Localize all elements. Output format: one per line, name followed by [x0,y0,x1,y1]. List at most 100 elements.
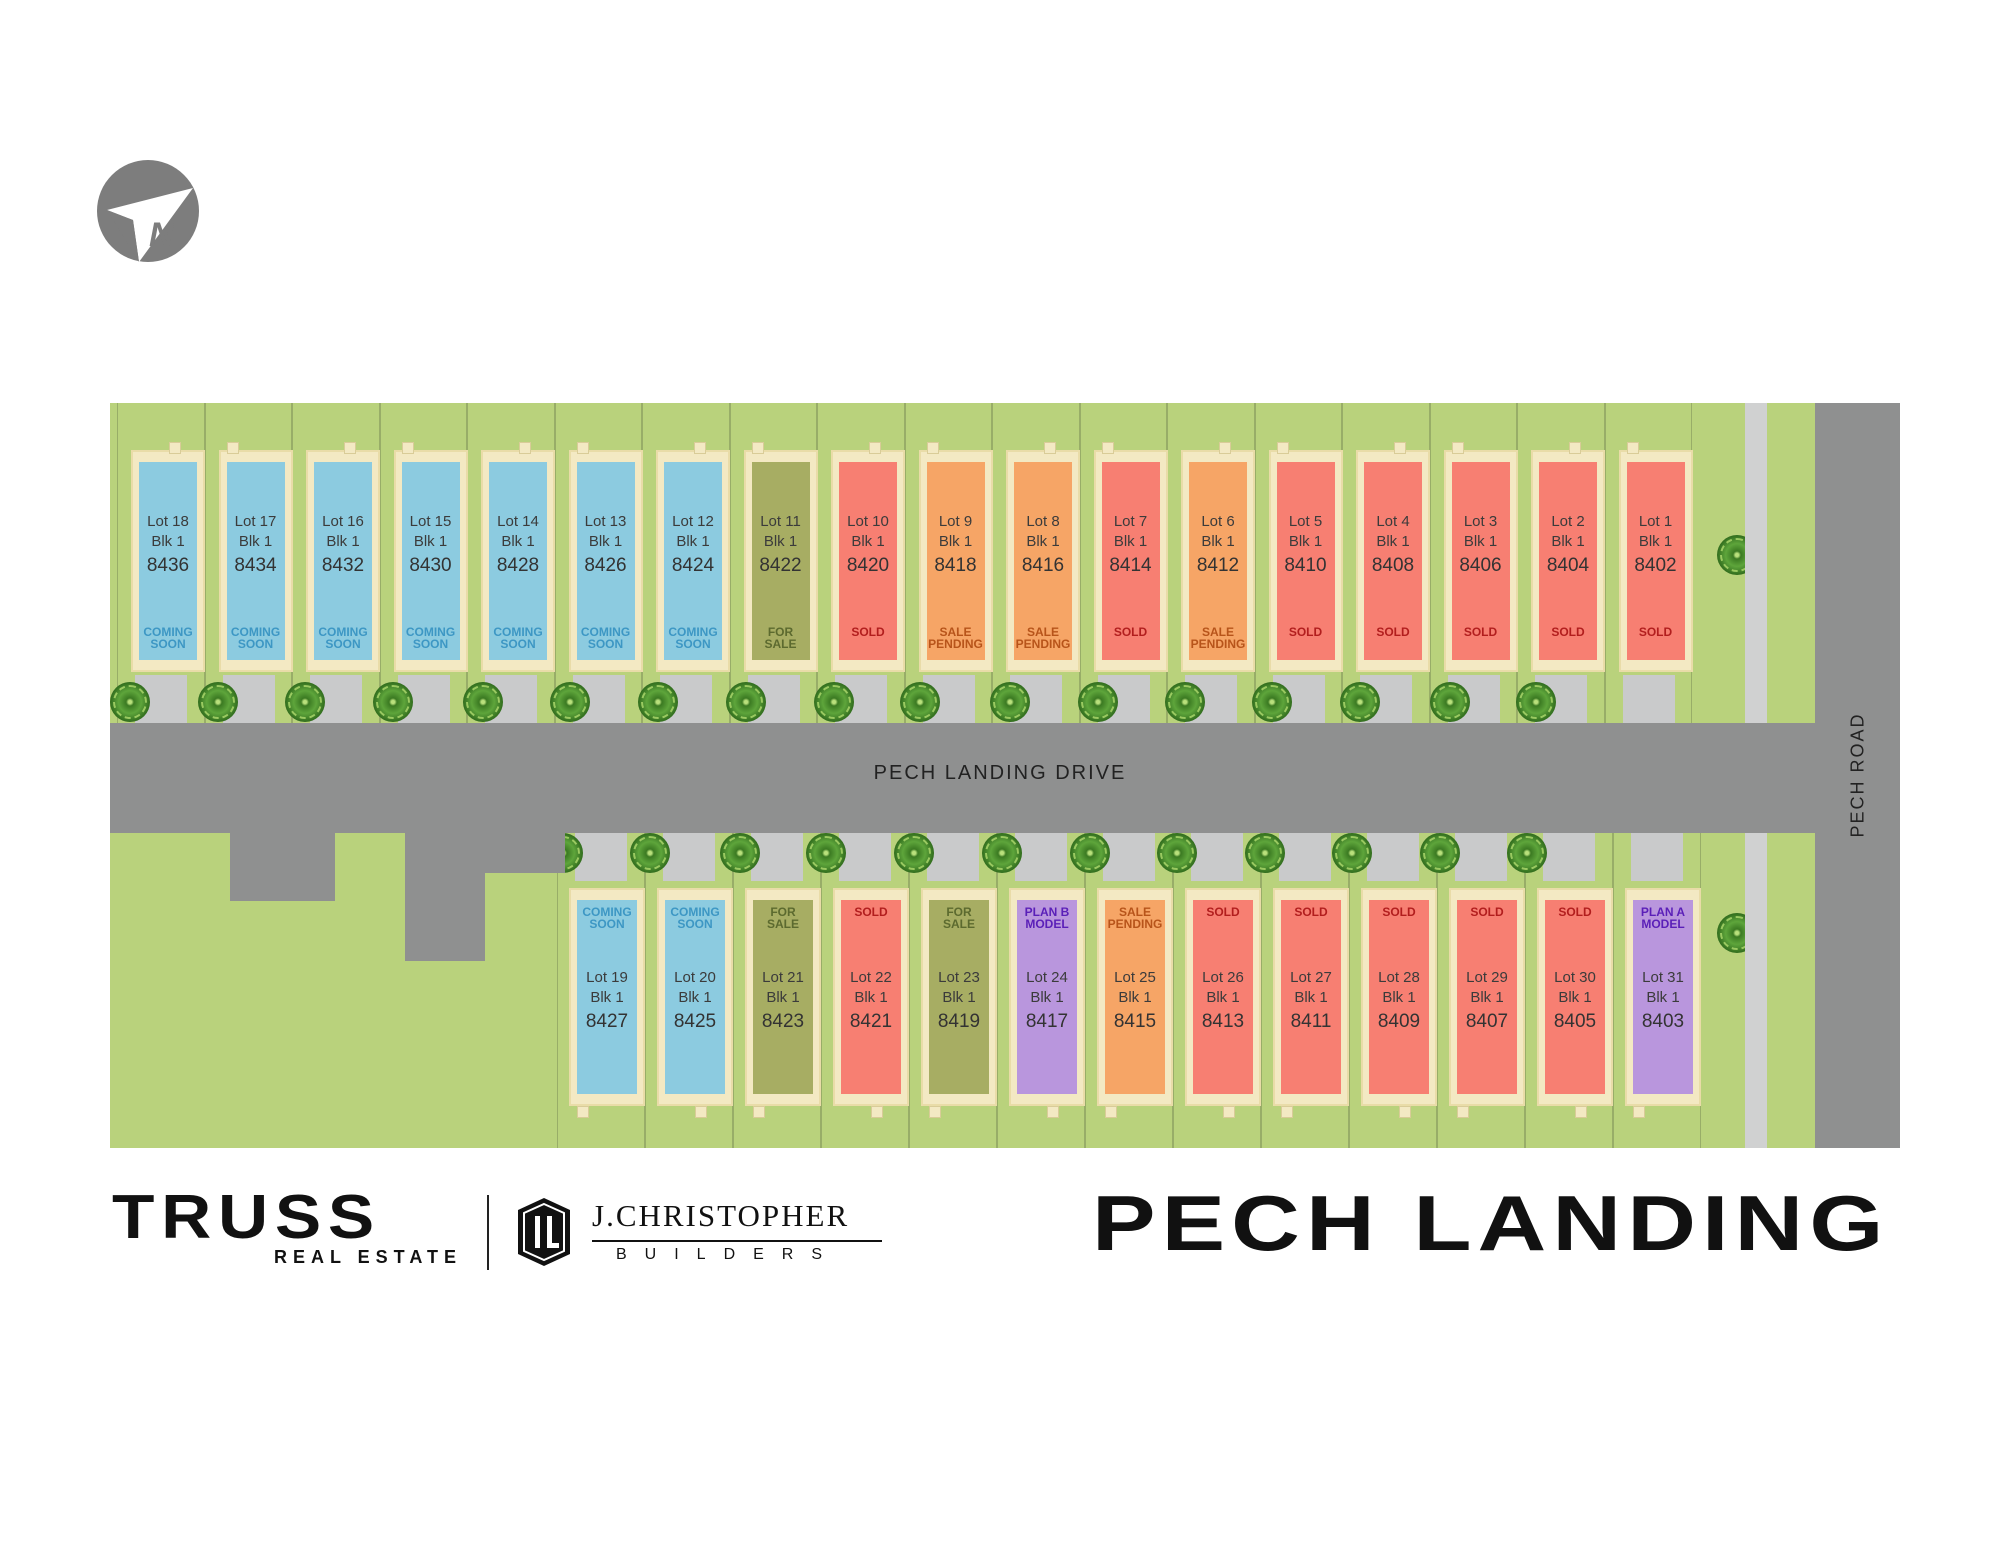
lot-status-fill [665,900,725,1094]
house-nub [1223,1106,1235,1118]
tree-icon [1165,682,1205,722]
lot-number: Lot 9 [938,513,973,530]
house-nub [1457,1106,1469,1118]
house-nub [929,1106,941,1118]
lot-block: Blk 1 [1030,989,1064,1006]
lot-block: Blk 1 [854,989,888,1006]
street-label-pech-road: PECH ROAD [1847,712,1868,838]
lot-block: Blk 1 [1558,989,1592,1006]
lot-status-label: COMING SOON [582,905,632,931]
house-nub [1044,442,1056,454]
lot-status-fill [841,900,901,1094]
lot-address: 8421 [849,1011,893,1032]
lot-block: Blk 1 [1288,533,1323,550]
lot-status-fill [1189,462,1247,660]
driveway [1191,833,1243,881]
lot-address: 8424 [671,555,715,576]
driveway [1279,833,1331,881]
tree-icon [373,682,413,722]
driveway [1367,833,1419,881]
lot-number: Lot 31 [1642,969,1684,986]
driveway [751,833,803,881]
parking-stub [230,833,335,901]
lot-status-label: SOLD [1638,625,1673,639]
street-label-pech-landing-drive: PECH LANDING DRIVE [873,762,1127,784]
driveway [663,833,715,881]
builder-logo: J.CHRISTOPHER BUILDERS [592,1198,882,1268]
driveway [1455,833,1507,881]
lot-address: 8418 [934,555,977,576]
lot-address: 8409 [1377,1011,1421,1032]
house-nub [1451,442,1464,454]
house-nub [1626,442,1639,454]
lot-block: Blk 1 [151,533,185,550]
lot-address: 8436 [146,555,190,576]
lot-status-fill [929,900,989,1094]
tree-icon [550,682,590,722]
truss-logo: TRUSS REAL ESTATE [112,1187,462,1268]
lot-status-label: FOR SALE [764,625,797,651]
lot-status-label: SOLD [1558,905,1592,919]
lot-status-label: SALE PENDING [1190,625,1246,651]
lot-status-fill [1281,900,1341,1094]
lot-status-fill [1451,462,1510,660]
tree-icon [1420,833,1460,873]
lot-number: Lot 4 [1376,513,1410,530]
lot-block: Blk 1 [1551,533,1585,550]
builder-rule [592,1240,882,1242]
lot-status-fill [1017,900,1077,1094]
lot-status-label: SOLD [854,905,888,919]
page-title: PECH LANDING [1092,1179,1890,1267]
lot-address: 8407 [1465,1011,1509,1032]
lot-status-fill [1626,462,1685,660]
lot-address: 8402 [1634,555,1677,576]
lot-block: Blk 1 [1646,989,1680,1006]
pech-road-connector [1745,723,1815,833]
lot-status-fill [753,900,813,1094]
tree-icon [110,682,150,722]
house-nub [871,1106,883,1118]
lot-status-label: COMING SOON [143,625,193,651]
lot-status-label: SOLD [1376,625,1410,639]
lot-number: Lot 26 [1202,969,1244,986]
lot-status-label: COMING SOON [580,625,631,651]
lot-number: Lot 20 [674,969,716,986]
lot-number: Lot 16 [322,513,364,530]
lot-number: Lot 29 [1466,969,1508,986]
lot-status-label: SALE PENDING [1107,905,1163,931]
house-nub [1219,442,1231,454]
lot-status-label: COMING SOON [230,625,281,651]
house-nub [926,442,939,454]
truss-subtitle: REAL ESTATE [273,1247,462,1267]
lot-status-fill [314,462,372,660]
lot-number: Lot 25 [1114,969,1156,986]
tree-icon [630,833,670,873]
lot-block: Blk 1 [1026,533,1060,550]
house-nub [869,442,881,454]
lot-block: Blk 1 [238,533,273,550]
lot-address: 8404 [1546,555,1590,576]
driveway [839,833,891,881]
lot-status-fill [139,462,197,660]
house-nub [1633,1106,1645,1118]
tree-icon [720,833,760,873]
lot-address: 8403 [1641,1011,1685,1032]
builder-name: J.CHRISTOPHER [592,1198,850,1233]
builder-monogram-icon [516,1196,572,1273]
lot-address: 8427 [585,1011,629,1032]
tree-icon [1070,833,1110,873]
lot-block: Blk 1 [766,989,800,1006]
house-nub [1101,442,1114,454]
